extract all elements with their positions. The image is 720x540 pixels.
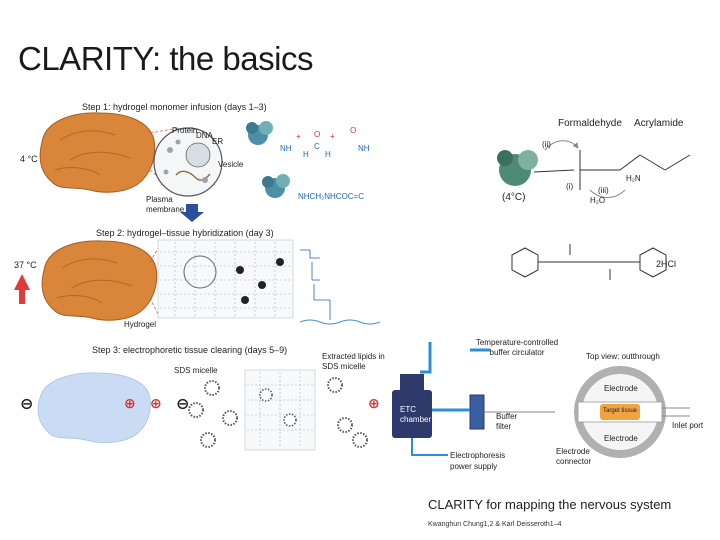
reference-title: CLARITY for mapping the nervous system bbox=[428, 497, 672, 512]
protein-molecule-2 bbox=[262, 174, 290, 198]
step1-temperature: 4 °C bbox=[20, 154, 38, 164]
down-arrow-1 bbox=[180, 204, 204, 222]
plus-sign-right: ⊕ bbox=[368, 395, 380, 411]
reaction-scheme bbox=[488, 115, 708, 210]
label-power-supply: Electrophoresis power supply bbox=[450, 451, 506, 471]
label-cold: (4°C) bbox=[502, 192, 526, 203]
label-hydrogel: Hydrogel bbox=[124, 320, 157, 329]
extracted-micelles bbox=[327, 377, 368, 448]
hydrogel-mesh bbox=[157, 239, 294, 319]
protein-molecule-1 bbox=[246, 121, 273, 145]
chem-nh2-right: NH bbox=[358, 144, 370, 153]
plus-sign-left: ⊕ bbox=[124, 395, 136, 411]
cleared-tissue bbox=[37, 372, 151, 444]
label-vesicle: Vesicle bbox=[218, 160, 244, 169]
plus-sign-mid: ⊕ bbox=[150, 395, 162, 411]
minus-sign-mid: ⊖ bbox=[176, 396, 190, 413]
step1-heading: Step 1: hydrogel monomer infusion (days … bbox=[82, 102, 267, 112]
label-electrode-connector: Electrode connector bbox=[556, 447, 592, 466]
chem-h-left: H bbox=[303, 150, 309, 159]
etc-device bbox=[392, 342, 555, 456]
label-circulator: Temperature-controlled buffer circulator bbox=[475, 338, 559, 357]
initiator-structure bbox=[511, 244, 667, 280]
label-h2n: H₂N bbox=[626, 174, 641, 183]
label-electrode-bottom: Electrode bbox=[604, 434, 638, 443]
chem-o1: O bbox=[314, 130, 321, 139]
label-inlet-port: Inlet port bbox=[672, 421, 704, 430]
label-er: ER bbox=[212, 137, 224, 146]
label-formaldehyde: Formaldehyde bbox=[558, 118, 622, 129]
top-view-diagram bbox=[574, 366, 690, 458]
slide-title: CLARITY: the basics bbox=[18, 40, 313, 77]
sds-micelles bbox=[188, 380, 238, 448]
label-electrode-top: Electrode bbox=[604, 384, 638, 393]
label-acrylamide: Acrylamide bbox=[634, 118, 684, 129]
brain-step2 bbox=[41, 240, 158, 321]
reference-authors: Kwanghun Chung1,2 & Karl Deisseroth1–4 bbox=[428, 521, 562, 528]
label-dna: DNA bbox=[196, 131, 213, 140]
chem-nh2-left: NH bbox=[280, 144, 292, 153]
cell-diagram-step1 bbox=[153, 127, 223, 197]
label-step-i: (i) bbox=[566, 182, 574, 191]
brain-step1 bbox=[39, 112, 156, 193]
label-step-ii: (ii) bbox=[542, 140, 551, 149]
tissue-block-step3 bbox=[244, 369, 316, 451]
crosslink-chain bbox=[299, 249, 381, 325]
up-arrow-red bbox=[14, 274, 30, 304]
label-2hcl: 2HCl bbox=[656, 259, 677, 269]
label-etc-chamber: ETC chamber bbox=[400, 405, 432, 424]
label-buffer-filter: Buffer filter bbox=[496, 412, 518, 431]
label-top-view: Top view: outthrough bbox=[586, 352, 660, 361]
label-step-iii: (iii) bbox=[598, 186, 609, 195]
label-sds-micelle: SDS micelle bbox=[174, 366, 218, 375]
chem-o2: O bbox=[350, 126, 357, 135]
minus-sign-left: ⊖ bbox=[20, 396, 34, 413]
label-plasma-membrane: Plasma membrane bbox=[146, 195, 185, 214]
step2-temperature: 37 °C bbox=[14, 260, 37, 270]
chem-bond-chain: NHCH₂NHCOC=C bbox=[298, 192, 364, 201]
chem-c: C bbox=[314, 142, 320, 151]
label-h2o: H₂O bbox=[590, 196, 606, 205]
step3-heading: Step 3: electrophoretic tissue clearing … bbox=[92, 345, 288, 355]
label-protein: Protein bbox=[172, 126, 198, 135]
chem-h-right: H bbox=[325, 150, 331, 159]
label-extracted-lipids: Extracted lipids in SDS micelle bbox=[322, 352, 385, 371]
step2-heading: Step 2: hydrogel–tissue hybridization (d… bbox=[96, 228, 274, 238]
label-target-tissue: Target tissue bbox=[603, 408, 638, 414]
